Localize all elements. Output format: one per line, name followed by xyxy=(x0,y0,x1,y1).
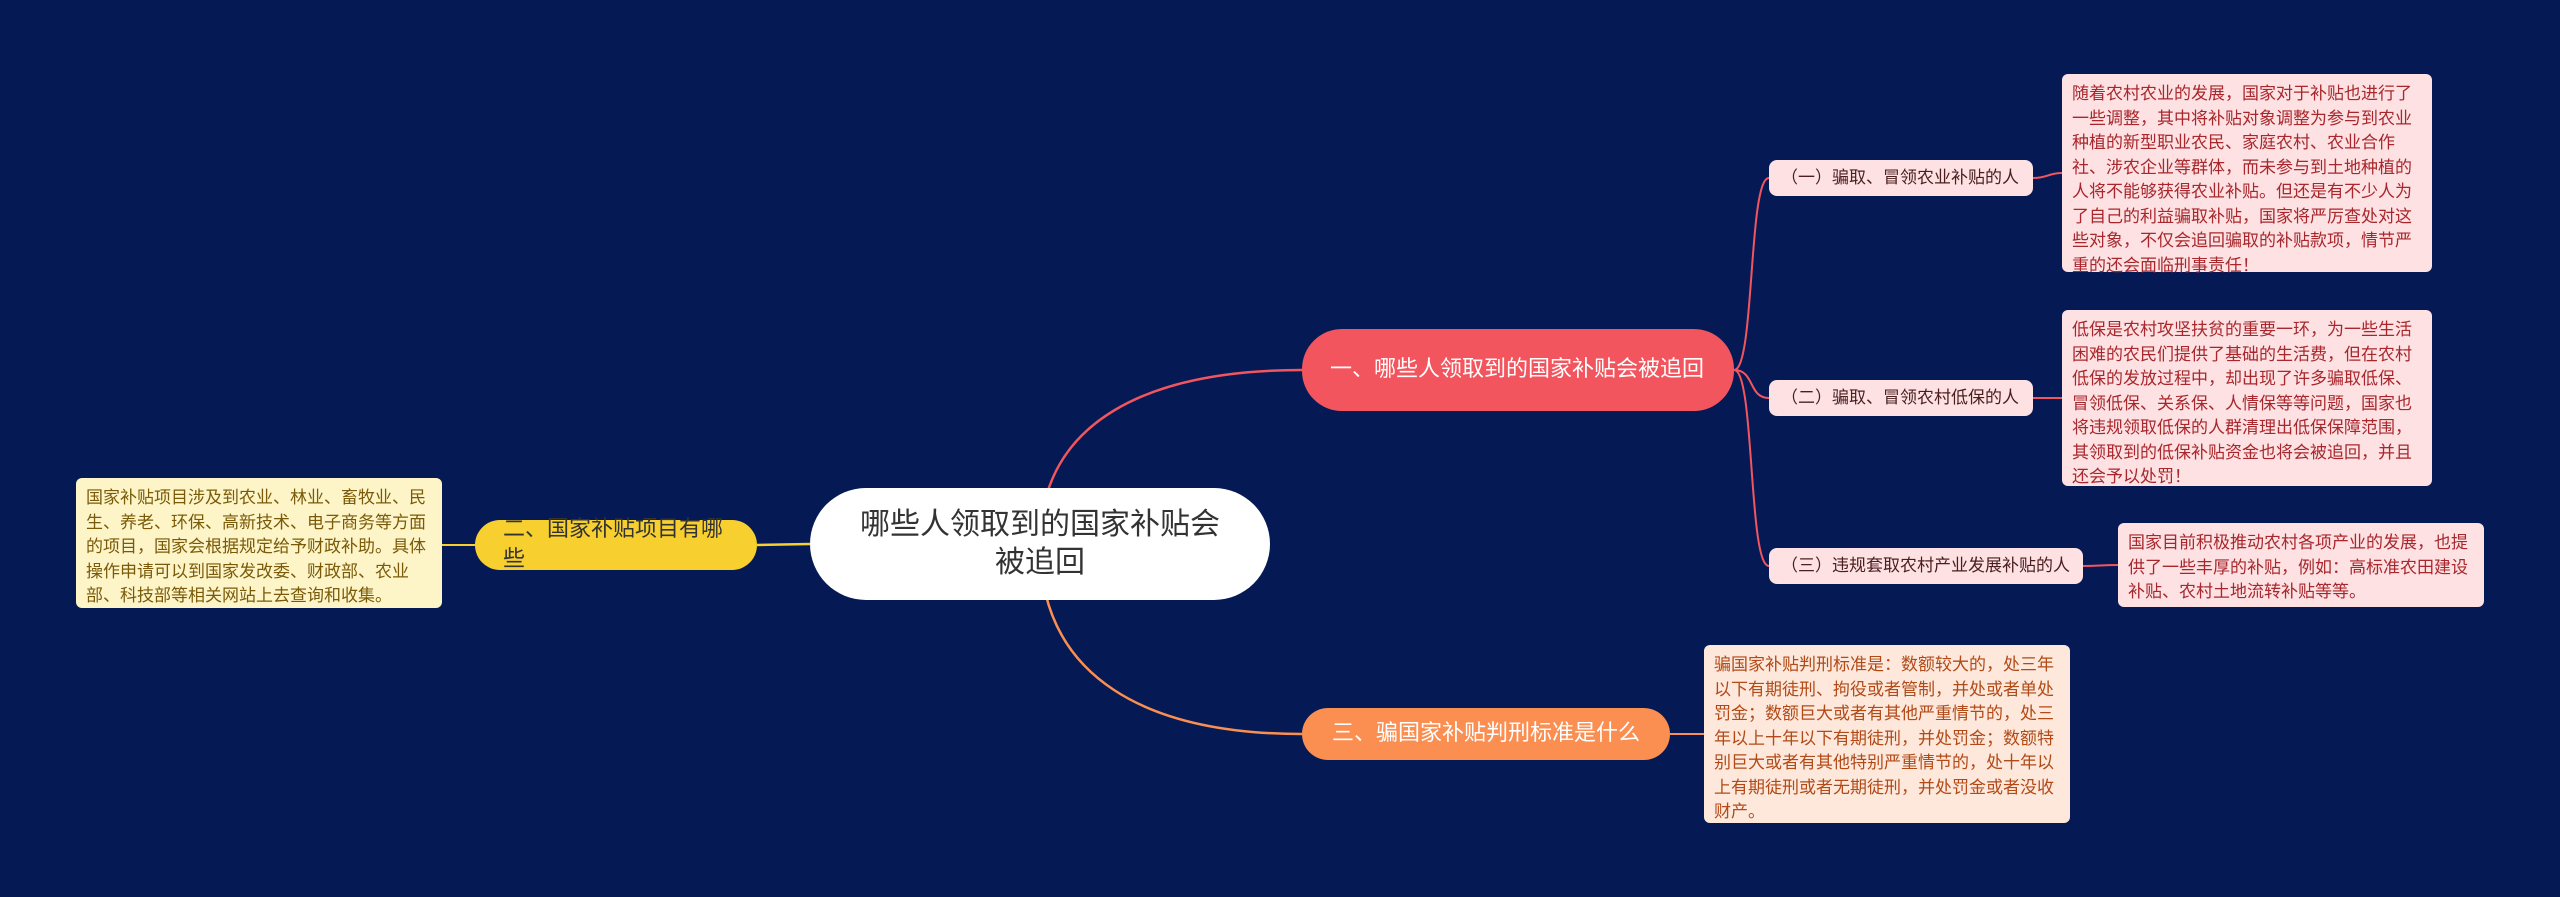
root-topic-label: 哪些人领取到的国家补贴会被追回 xyxy=(860,507,1220,580)
detail-note-3[interactable]: 国家目前积极推动农村各项产业的发展，也提供了一些丰厚的补贴，例如：高标准农田建设… xyxy=(2118,523,2484,607)
link-branch1-sub2 xyxy=(1733,369,1770,399)
detail-note-5[interactable]: 骗国家补贴判刑标准是：数额较大的，处三年以下有期徒刑、拘役或者管制，并处或者单处… xyxy=(1704,645,2070,823)
root-topic[interactable]: 哪些人领取到的国家补贴会被追回 xyxy=(810,488,1270,600)
detail-note-1[interactable]: 随着农村农业的发展，国家对于补贴也进行了一些调整，其中将补贴对象调整为参与到农业… xyxy=(2062,74,2432,276)
link-root-branch2 xyxy=(756,542,811,547)
detail-note-4-text: 国家补贴项目涉及到农业、林业、畜牧业、民生、养老、环保、高新技术、电子商务等方面… xyxy=(86,488,426,606)
detail-note-5-text: 骗国家补贴判刑标准是：数额较大的，处三年以下有期徒刑、拘役或者管制，并处或者单处… xyxy=(1714,655,2054,822)
branch-topic-3[interactable]: 三、骗国家补贴判刑标准是什么 xyxy=(1302,708,1670,760)
subtopic-3[interactable]: （三）违规套取农村产业发展补贴的人 xyxy=(1769,548,2083,584)
branch-topic-2-label: 二、国家补贴项目有哪些 xyxy=(503,517,724,572)
subtopic-1[interactable]: （一）骗取、冒领农业补贴的人 xyxy=(1769,160,2033,196)
detail-note-1-text: 随着农村农业的发展，国家对于补贴也进行了一些调整，其中将补贴对象调整为参与到农业… xyxy=(2072,84,2412,276)
subtopic-2[interactable]: （二）骗取、冒领农村低保的人 xyxy=(1769,380,2033,416)
subtopic-3-label: （三）违规套取农村产业发展补贴的人 xyxy=(1781,556,2070,576)
detail-note-2[interactable]: 低保是农村攻坚扶贫的重要一环，为一些生活困难的农民们提供了基础的生活费，但在农村… xyxy=(2062,310,2432,487)
subtopic-2-label: （二）骗取、冒领农村低保的人 xyxy=(1781,388,2019,408)
link-sub1-detail xyxy=(2032,172,2063,179)
link-sub3-detail xyxy=(2082,564,2119,567)
detail-note-4[interactable]: 国家补贴项目涉及到农业、林业、畜牧业、民生、养老、环保、高新技术、电子商务等方面… xyxy=(76,478,442,608)
branch-topic-1[interactable]: 一、哪些人领取到的国家补贴会被追回 xyxy=(1302,329,1734,411)
link-branch1-sub1 xyxy=(1733,177,1770,371)
detail-note-2-text: 低保是农村攻坚扶贫的重要一环，为一些生活困难的农民们提供了基础的生活费，但在农村… xyxy=(2072,320,2412,487)
detail-note-3-text: 国家目前积极推动农村各项产业的发展，也提供了一些丰厚的补贴，例如：高标准农田建设… xyxy=(2128,533,2468,602)
branch-topic-3-label: 三、骗国家补贴判刑标准是什么 xyxy=(1331,721,1640,746)
link-branch1-sub3 xyxy=(1733,369,1770,567)
branch-topic-1-label: 一、哪些人领取到的国家补贴会被追回 xyxy=(1330,357,1705,382)
subtopic-1-label: （一）骗取、冒领农业补贴的人 xyxy=(1781,168,2019,188)
branch-topic-2[interactable]: 二、国家补贴项目有哪些 xyxy=(475,517,757,572)
